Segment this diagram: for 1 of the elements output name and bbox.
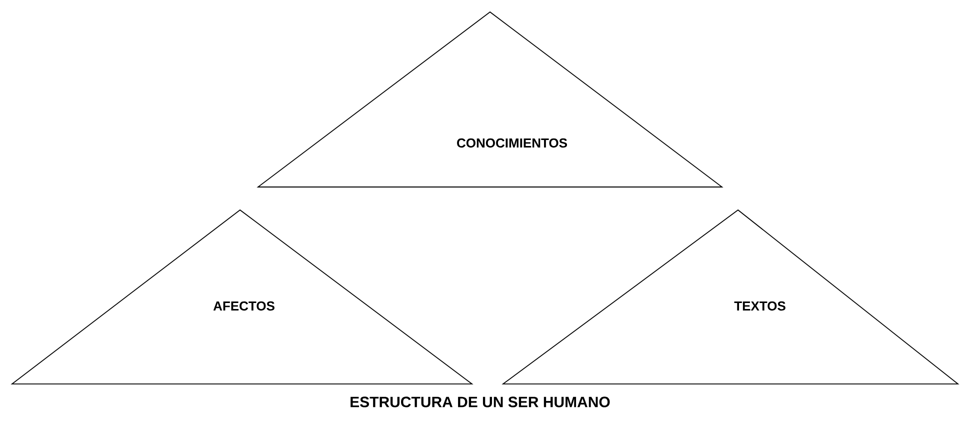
caption: ESTRUCTURA DE UN SER HUMANO [350,396,610,408]
